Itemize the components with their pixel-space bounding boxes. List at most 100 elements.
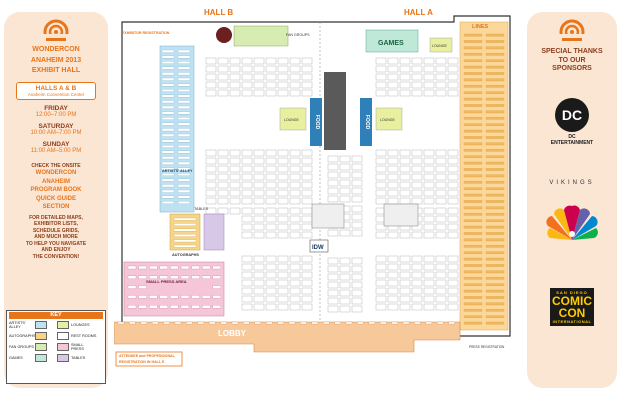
booth	[301, 303, 313, 311]
door	[391, 321, 398, 325]
booth	[435, 255, 447, 263]
autograph-table	[173, 223, 197, 226]
booth	[375, 149, 387, 157]
queue-row	[463, 142, 483, 146]
queue-row	[463, 110, 483, 114]
booth	[423, 73, 435, 81]
queue-row	[485, 155, 505, 158]
booth	[301, 73, 313, 81]
guide-line: QUICK GUIDE	[35, 195, 76, 202]
booth	[289, 287, 301, 295]
booth	[339, 171, 351, 179]
door	[243, 321, 250, 325]
booth	[289, 215, 301, 223]
queue-row	[463, 206, 483, 210]
door	[152, 321, 159, 325]
queue-row	[463, 129, 483, 133]
artist-table	[177, 49, 191, 53]
queue-row	[463, 97, 483, 101]
booth	[253, 231, 265, 239]
queue-row	[463, 315, 483, 318]
booth	[301, 157, 313, 165]
booth	[387, 157, 399, 165]
small-press-table	[170, 295, 179, 299]
idw-label: IDW	[312, 245, 324, 251]
artist-table	[161, 128, 175, 132]
queue-row	[463, 104, 483, 107]
small-press-table	[212, 265, 221, 270]
booth	[411, 189, 423, 197]
booth	[301, 255, 313, 263]
attendee-registration-line: REGISTRATION IN HALL E	[119, 360, 165, 364]
queue-row	[463, 187, 483, 190]
booth	[387, 181, 399, 189]
artist-table	[177, 77, 191, 81]
key-item: SMALL PRESS	[57, 343, 103, 351]
booth	[289, 165, 301, 173]
exhibitor-registration-label: EXHIBITOR REGISTRATION	[122, 31, 170, 35]
booth	[327, 305, 339, 313]
small-press-table	[127, 265, 137, 270]
small-press-table	[212, 295, 221, 299]
door	[231, 321, 239, 325]
door	[140, 321, 147, 325]
door	[129, 321, 136, 325]
door	[323, 321, 330, 325]
artists-alley-label: ARTISTS' ALLEY	[162, 169, 193, 173]
booth	[399, 173, 411, 181]
booth	[447, 231, 459, 239]
fan-groups-label: FAN GROUPS	[286, 33, 310, 37]
autograph-table	[173, 228, 197, 232]
key-swatch	[35, 332, 47, 340]
booth	[301, 173, 313, 181]
booth	[423, 231, 435, 239]
artist-table	[161, 195, 175, 199]
booth	[327, 155, 339, 163]
booth	[241, 255, 253, 263]
booth	[277, 295, 289, 303]
queue-row	[463, 149, 483, 152]
booth	[375, 189, 387, 197]
queue-row	[485, 91, 505, 94]
queue-row	[485, 46, 505, 50]
booth	[301, 57, 313, 65]
booth	[351, 273, 363, 281]
artist-table	[161, 150, 175, 154]
artist-table	[161, 139, 175, 143]
queue-row	[485, 33, 505, 37]
door	[163, 321, 170, 325]
booth	[447, 57, 459, 65]
booth	[339, 163, 351, 171]
event-title-line: ANAHEIM 2013	[30, 56, 82, 64]
booth	[205, 65, 217, 73]
artist-table	[177, 139, 191, 143]
queue-row	[485, 251, 505, 254]
queue-row	[485, 277, 505, 280]
booth	[229, 189, 241, 197]
booth	[277, 173, 289, 181]
queue-row	[485, 149, 505, 152]
booth	[423, 181, 435, 189]
queue-row	[463, 174, 483, 178]
booth	[265, 295, 277, 303]
artist-table	[177, 61, 191, 64]
queue-row	[485, 289, 505, 293]
booth	[447, 223, 459, 231]
queue-row	[463, 257, 483, 261]
queue-row	[485, 78, 505, 82]
attendee-registration-line: ATTENDEE and PROFESSIONAL	[119, 354, 176, 358]
door	[311, 321, 318, 325]
key-label: LOUNGES	[71, 323, 90, 327]
queue-row	[485, 168, 505, 171]
games-zone	[365, 29, 419, 53]
booth	[289, 303, 301, 311]
booth	[435, 165, 447, 173]
event-title-line: WONDERCON	[32, 46, 80, 53]
artist-table	[177, 161, 191, 165]
tables-label: TABLES	[194, 207, 209, 211]
booth	[229, 81, 241, 89]
key-item: FAN GROUPS	[9, 343, 55, 351]
guide-line: WONDERCON	[35, 170, 77, 176]
key-item: REST ROOMS	[57, 332, 103, 340]
artists-alley-tables	[161, 49, 191, 204]
